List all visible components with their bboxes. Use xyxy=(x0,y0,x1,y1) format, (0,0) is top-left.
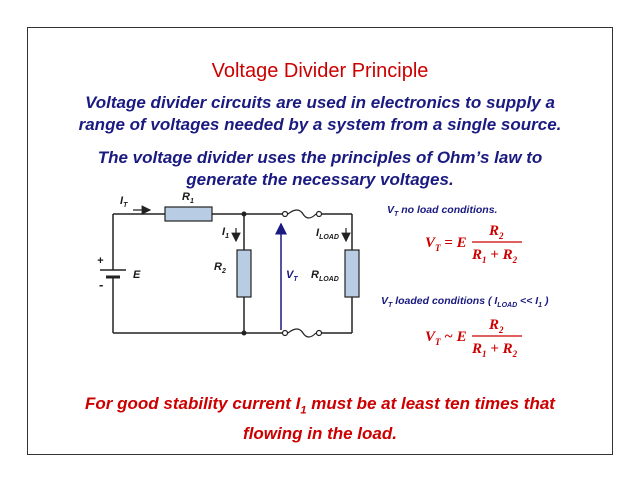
load-switch xyxy=(281,209,323,338)
battery-symbol xyxy=(100,262,126,292)
loaded-caption: VT loaded conditions ( ILOAD << I1 ) xyxy=(381,295,549,309)
label-rload: RLOAD xyxy=(311,269,339,283)
ohms-line-1: The voltage divider uses the principles … xyxy=(97,148,543,167)
resistor-rload xyxy=(344,249,360,298)
ohms-law-paragraph: The voltage divider uses the principles … xyxy=(40,147,600,191)
intro-paragraph: Voltage divider circuits are used in ele… xyxy=(40,92,600,136)
label-i1: I1 xyxy=(222,226,229,240)
slide-frame xyxy=(27,27,613,455)
stability-line-2: flowing in the load. xyxy=(243,424,397,444)
label-minus: - xyxy=(99,277,103,292)
eq2-denominator: R1 + R2 xyxy=(471,341,518,359)
noload-caption: VT no load conditions. xyxy=(387,204,498,218)
label-plus: + xyxy=(97,255,104,267)
eq1-denominator: R1 + R2 xyxy=(471,247,518,265)
label-it: IT xyxy=(120,195,128,209)
eq2-lhs: VT ~ E xyxy=(425,329,467,347)
label-r1: R1 xyxy=(182,191,194,205)
resistor-r1 xyxy=(164,206,213,222)
circuit-wires xyxy=(112,213,353,334)
stability-note: For good stability current I1 must be at… xyxy=(40,392,600,446)
slide-title: Voltage Divider Principle xyxy=(211,60,429,82)
resistor-r2 xyxy=(236,249,252,298)
ohms-line-2: generate the necessary voltages. xyxy=(186,170,454,189)
label-e: E xyxy=(133,269,141,281)
formula-loaded: VT ~ E R2 R1 + R2 xyxy=(425,317,522,359)
junction-top xyxy=(241,211,247,217)
label-vt: VT xyxy=(286,269,298,283)
intro-line-1: Voltage divider circuits are used in ele… xyxy=(85,93,555,112)
junction-bottom xyxy=(241,330,247,336)
formula-noload: VT = E R2 R1 + R2 xyxy=(425,223,522,265)
label-iload: ILOAD xyxy=(316,227,339,241)
intro-line-2: range of voltages needed by a system fro… xyxy=(78,115,562,134)
eq1-lhs: VT = E xyxy=(425,235,467,253)
stability-line-1: For good stability current I1 must be at… xyxy=(85,394,555,417)
eq1-numerator: R2 xyxy=(488,223,504,241)
eq2-numerator: R2 xyxy=(488,317,504,335)
label-r2: R2 xyxy=(214,261,226,275)
